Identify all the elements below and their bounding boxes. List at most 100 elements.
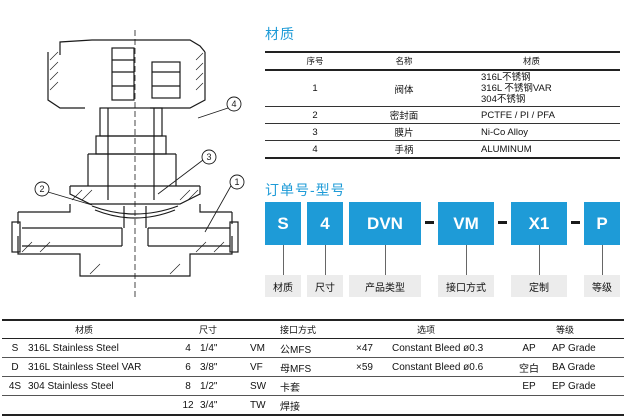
order-code-type: DVN [349, 202, 421, 245]
opt-header-option: 选项 [356, 319, 496, 339]
callout-1: 1 [234, 177, 239, 187]
opt-desc: Constant Bleed ø0.3 [392, 338, 496, 358]
size-code: 8 [176, 376, 200, 396]
table-row: 4S 304 Stainless Steel 8 1/2" SW 卡套 EP E… [2, 376, 624, 396]
opt-desc: Constant Bleed ø0.6 [392, 357, 496, 377]
grade-code: AP [506, 338, 552, 358]
size-code: 6 [176, 357, 200, 377]
opt-header-size: 尺寸 [176, 319, 240, 339]
order-connector [325, 245, 326, 275]
conn-desc: 卡套 [280, 376, 346, 396]
order-dash [571, 221, 580, 224]
callout-4-circle [226, 96, 242, 112]
table-row: 2 密封面 PCTFE / PI / PFA [265, 106, 620, 124]
mat-code: D [2, 357, 28, 377]
opt-header-material: 材质 [2, 319, 166, 339]
callout-4: 4 [231, 99, 236, 109]
order-code-size: 4 [307, 202, 343, 245]
size-val: 3/8" [200, 357, 240, 377]
order-connector [385, 245, 386, 275]
conn-desc: 焊接 [280, 395, 346, 416]
grade-code: EP [506, 376, 552, 396]
mat-material: 316L不锈钢 316L 不锈钢VAR 304不锈钢 [443, 70, 620, 107]
order-connector [539, 245, 540, 275]
mat-material-line: 316L 不锈钢VAR [481, 83, 552, 94]
mat-desc [28, 395, 166, 416]
opt-code: ×47 [356, 338, 392, 358]
mat-code [2, 395, 28, 416]
mat-code: 4S [2, 376, 28, 396]
callout-1-circle [229, 174, 245, 190]
order-label-custom: 定制 [511, 275, 567, 297]
mat-name: 阀体 [365, 70, 443, 107]
order-label-type: 产品类型 [349, 275, 421, 297]
mat-material-line: 316L不锈钢 [481, 72, 531, 83]
conn-code: VF [250, 357, 280, 377]
opt-desc [392, 376, 496, 396]
grade-desc [552, 395, 624, 416]
grade-code: 空白 [506, 357, 552, 377]
callout-3-circle [201, 149, 217, 165]
mat-no: 3 [265, 123, 365, 141]
order-code-custom: X1 [511, 202, 567, 245]
order-code-grade: P [584, 202, 620, 245]
mat-header-name: 名称 [365, 51, 443, 71]
grade-code [506, 395, 552, 416]
mat-no: 4 [265, 140, 365, 159]
mat-header-no: 序号 [265, 51, 365, 71]
size-code: 4 [176, 338, 200, 358]
callout-3: 3 [206, 152, 211, 162]
options-table: 材质 尺寸 接口方式 选项 等级 S 316L Stainless Steel … [2, 319, 624, 416]
order-dash [425, 221, 434, 224]
order-label-material: 材质 [265, 275, 301, 297]
order-dash [498, 221, 507, 224]
mat-desc: 304 Stainless Steel [28, 376, 166, 396]
order-label-connection: 接口方式 [438, 275, 494, 297]
mat-name: 膜片 [365, 123, 443, 141]
grade-desc: BA Grade [552, 357, 624, 377]
table-row: 1 阀体 316L不锈钢 316L 不锈钢VAR 304不锈钢 [265, 70, 620, 107]
materials-title: 材质 [265, 26, 295, 42]
grade-desc: EP Grade [552, 376, 624, 396]
opt-header-grade: 等级 [506, 319, 624, 339]
mat-desc: 316L Stainless Steel [28, 338, 166, 358]
mat-name: 密封面 [365, 106, 443, 124]
conn-code: SW [250, 376, 280, 396]
opt-header-connection: 接口方式 [250, 319, 346, 339]
opt-code [356, 395, 392, 416]
conn-desc: 母MFS [280, 357, 346, 377]
mat-desc: 316L Stainless Steel VAR [28, 357, 166, 377]
conn-desc: 公MFS [280, 338, 346, 358]
mat-no: 1 [265, 70, 365, 107]
table-row: 12 3/4" TW 焊接 [2, 395, 624, 416]
order-connector [602, 245, 603, 275]
table-row: 3 膜片 Ni-Co Alloy [265, 123, 620, 141]
mat-code: S [2, 338, 28, 358]
materials-table: 序号 名称 材质 1 阀体 316L不锈钢 316L 不锈钢VAR 304不锈钢… [265, 51, 620, 159]
mat-header-material: 材质 [443, 51, 620, 71]
opt-code [356, 376, 392, 396]
size-val: 3/4" [200, 395, 240, 416]
conn-code: VM [250, 338, 280, 358]
order-code-connection: VM [438, 202, 494, 245]
size-val: 1/4" [200, 338, 240, 358]
table-row: D 316L Stainless Steel VAR 6 3/8" VF 母MF… [2, 357, 624, 377]
mat-material-line: 304不锈钢 [481, 94, 526, 105]
grade-desc: AP Grade [552, 338, 624, 358]
mat-material: ALUMINUM [443, 140, 620, 159]
valve-section-drawing: 4 3 2 1 [11, 30, 245, 300]
mat-material: Ni-Co Alloy [443, 123, 620, 141]
opt-desc [392, 395, 496, 416]
mat-name: 手柄 [365, 140, 443, 159]
materials-header-row: 序号 名称 材质 [265, 51, 620, 71]
callout-2: 2 [39, 184, 44, 194]
table-row: S 316L Stainless Steel 4 1/4" VM 公MFS ×4… [2, 338, 624, 358]
table-row: 4 手柄 ALUMINUM [265, 140, 620, 159]
callout-2-circle [34, 181, 50, 197]
options-header-row: 材质 尺寸 接口方式 选项 等级 [2, 319, 624, 339]
size-code: 12 [176, 395, 200, 416]
conn-code: TW [250, 395, 280, 416]
order-connector [283, 245, 284, 275]
opt-code: ×59 [356, 357, 392, 377]
order-connector [466, 245, 467, 275]
